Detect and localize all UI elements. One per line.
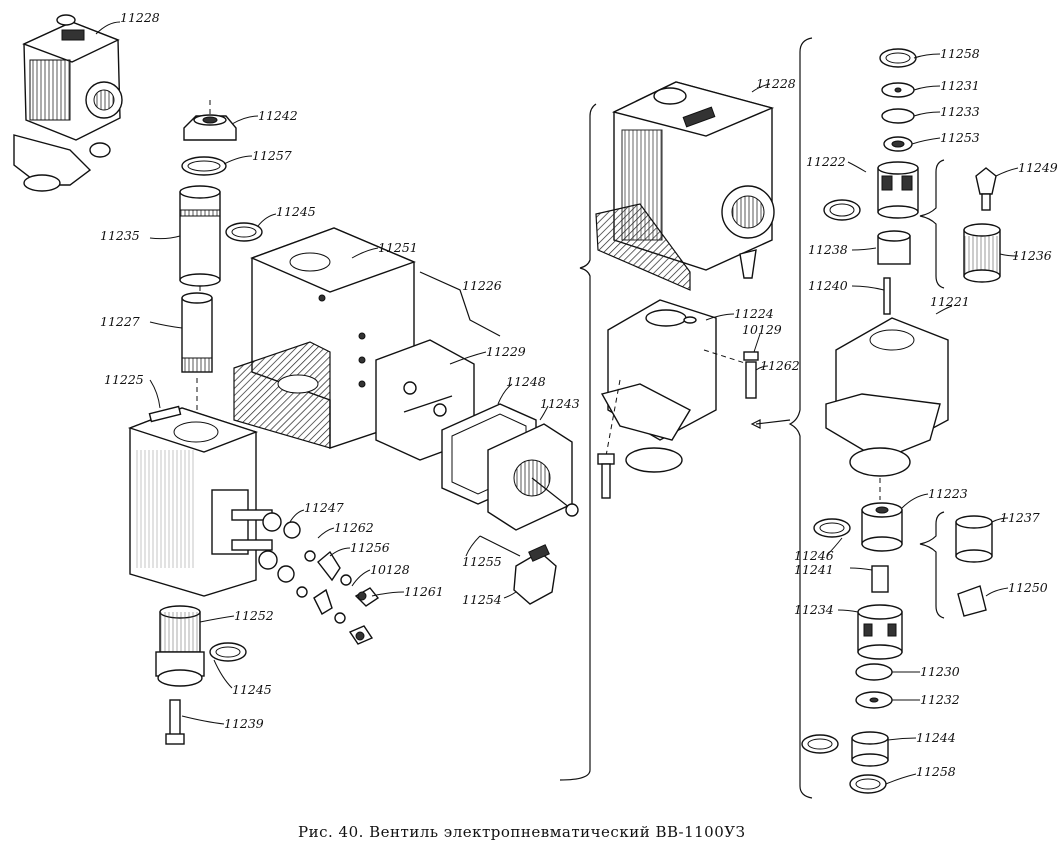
bracket-and-plates [233,227,579,605]
figure-caption: Рис. 40. Вентиль электропневматический В… [298,823,745,841]
label-10129: 10129 [742,322,782,337]
right-column-parts [788,37,1001,799]
label-11249: 11249 [1018,160,1058,175]
label-11222: 11222 [806,154,846,169]
label-11224: 11224 [734,306,774,321]
label-11245-upper: 11245 [276,204,316,219]
assembled-valve-drawing [13,14,123,192]
label-11252: 11252 [234,608,274,623]
label-11255: 11255 [462,554,502,569]
label-11253: 11253 [940,130,980,145]
label-11246: 11246 [794,548,834,563]
label-11239: 11239 [224,716,264,731]
label-11225: 11225 [104,372,144,387]
label-11235: 11235 [100,228,140,243]
label-11251: 11251 [378,240,418,255]
label-11223: 11223 [928,486,968,501]
label-11247: 11247 [304,500,344,515]
part-labels: 11228 11242 11257 11245 11235 11251 1122… [100,10,1058,779]
label-10128: 10128 [370,562,410,577]
center-assembly [559,81,791,781]
label-11238: 11238 [808,242,848,257]
label-11245-lower: 11245 [232,682,272,697]
label-11229: 11229 [486,344,526,359]
label-11232: 11232 [920,692,960,707]
label-11221: 11221 [930,294,970,309]
label-11228-top-left: 11228 [120,10,160,25]
left-column-parts [127,100,380,745]
label-11236: 11236 [1012,248,1052,263]
label-11257: 11257 [252,148,292,163]
label-11237: 11237 [1000,510,1040,525]
label-11256: 11256 [350,540,390,555]
label-11258-top: 11258 [940,46,980,61]
label-11227: 11227 [100,314,140,329]
label-11258-bottom: 11258 [916,764,956,779]
label-11241: 11241 [794,562,834,577]
label-11250: 11250 [1008,580,1048,595]
label-11261: 11261 [404,584,444,599]
label-11244: 11244 [916,730,956,745]
label-11228-center: 11228 [756,76,796,91]
label-11248: 11248 [506,374,546,389]
label-11226: 11226 [462,278,502,293]
label-11233: 11233 [940,104,980,119]
label-11262-center: 11262 [760,358,800,373]
leader-lines [95,21,1019,785]
label-11230: 11230 [920,664,960,679]
label-11243: 11243 [540,396,580,411]
label-11234: 11234 [794,602,834,617]
label-11240: 11240 [808,278,848,293]
label-11254: 11254 [462,592,502,607]
label-11231: 11231 [940,78,980,93]
label-11262-left: 11262 [334,520,374,535]
label-11242: 11242 [258,108,298,123]
